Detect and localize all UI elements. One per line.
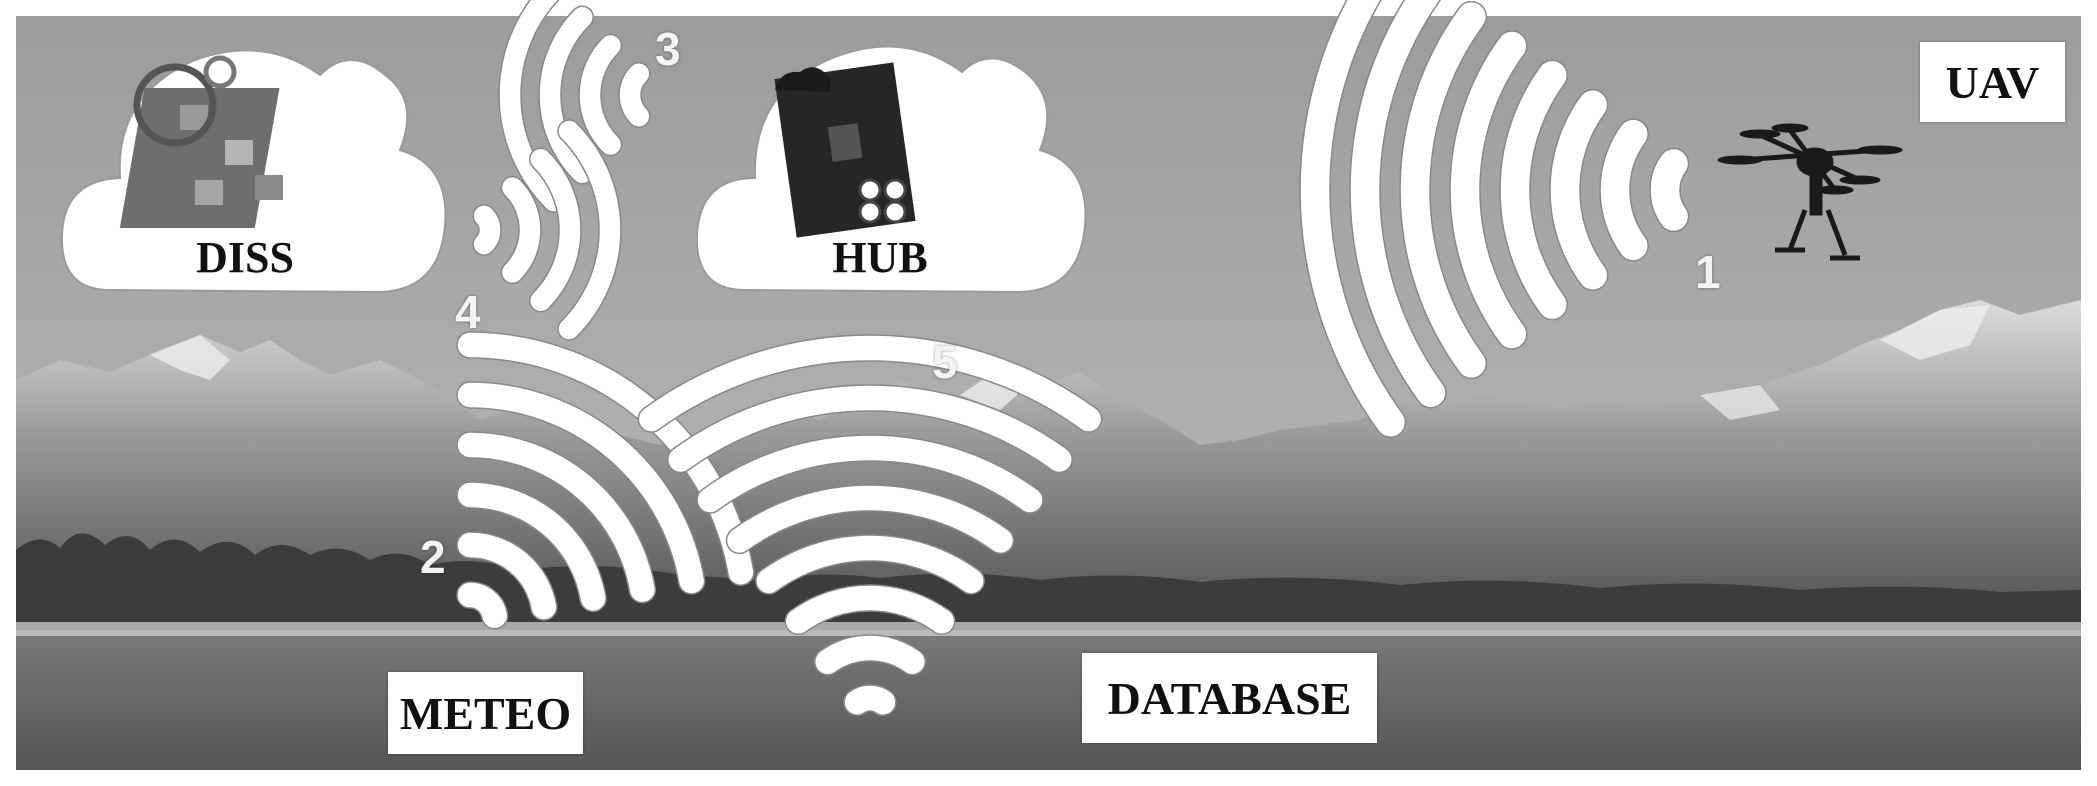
sig4-arc: [472, 204, 502, 256]
sig1-arc: [1499, 59, 1568, 321]
hub-device-icon: [774, 62, 916, 238]
diss-label: DISS: [196, 233, 294, 282]
hub-label: HUB: [832, 233, 928, 282]
link-number-diss-to-hub: 3: [655, 23, 681, 75]
sig1-arc: [1449, 30, 1528, 350]
sig2-arc: [456, 381, 706, 595]
sig2-arc: [456, 431, 657, 604]
sig1-arc: [1299, 0, 1407, 438]
link-number-meteo: 2: [420, 531, 446, 583]
sig5-arc: [784, 584, 956, 635]
sig4-arc: [557, 119, 622, 341]
sig3-arc: [618, 62, 651, 128]
link-number-hub-to-diss: 4: [455, 286, 481, 338]
meteo-label: METEO: [388, 672, 583, 754]
field: [16, 630, 2081, 770]
sig5-arc: [696, 434, 1044, 514]
weather-map-icon: [119, 55, 283, 228]
uav-label: UAV: [1920, 42, 2065, 122]
sig5-arc: [637, 334, 1103, 433]
link-number-uav: 1: [1695, 246, 1721, 298]
sig4-arc: [528, 147, 582, 313]
signal-waves-icon-2: [456, 331, 755, 630]
sig1-arc: [1599, 118, 1649, 262]
sig1-arc: [1549, 89, 1609, 291]
signal-waves-icon-4: [472, 119, 622, 341]
sig2-arc: [456, 531, 558, 621]
sig5-arc: [843, 684, 897, 716]
sig5-arc: [725, 484, 1015, 555]
signal-waves-icon-3: [498, 0, 651, 213]
sig5-arc: [813, 634, 927, 676]
sig1-arc: [1649, 147, 1690, 233]
sig1-arc: [1349, 0, 1447, 409]
diss-cloud: [60, 49, 447, 294]
sig1-arc: [1399, 0, 1488, 380]
link-number-database: 5: [932, 336, 958, 388]
signal-waves-icon-1: [1299, 0, 1690, 438]
sig5-arc: [755, 534, 985, 595]
sig4-arc: [500, 175, 542, 285]
signal-waves-icon-5: [637, 334, 1103, 716]
hub-cloud: [695, 45, 1087, 294]
sig2-arc: [456, 581, 509, 630]
database-label: DATABASE: [1082, 653, 1377, 743]
sig2-arc: [456, 481, 607, 612]
sig5-arc: [666, 384, 1073, 474]
sig3-arc: [578, 33, 623, 157]
drone-icon: [1717, 123, 1903, 261]
